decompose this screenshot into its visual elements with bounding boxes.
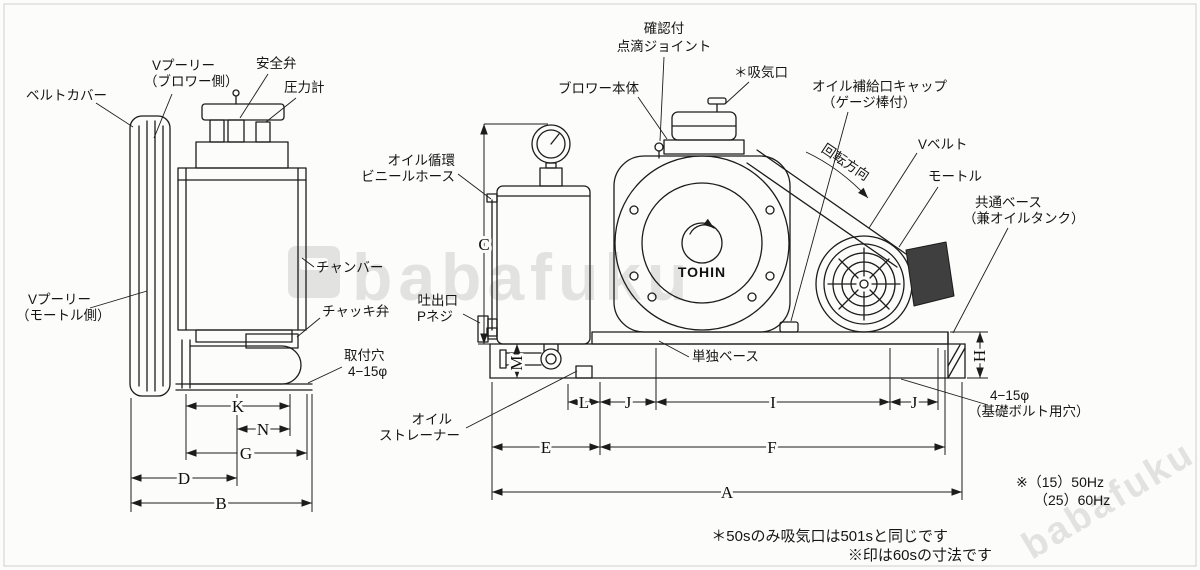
page-border: [3, 3, 1197, 567]
belt-cover-outline: [129, 115, 171, 397]
label-drip-joint-2: 点滴ジョイント: [617, 38, 712, 54]
dim-J-left: J: [625, 393, 632, 412]
watermark-text-center: babafuku: [352, 240, 693, 314]
left-view: [129, 89, 313, 397]
label-blower-body: ブロワー本体: [558, 80, 639, 96]
label-intake: ＊吸気口: [734, 65, 788, 80]
label-chamber: チャンバー: [316, 260, 383, 275]
single-base-plate: [591, 331, 949, 345]
label-bolt-hole-2: （基礎ボルト用穴）: [968, 403, 1090, 419]
dim-F: F: [767, 438, 776, 457]
label-discharge-2: Pネジ: [417, 309, 453, 324]
label-oil-cap-2: （ゲージ棒付）: [822, 95, 916, 110]
label-bolt-hole-1: 4−15φ: [990, 388, 1029, 403]
label-v-pulley-motor-1: Vプーリー: [28, 292, 91, 307]
label-v-belt: Vベルト: [918, 137, 968, 152]
brand-logo-text: TOHIN: [678, 264, 726, 280]
check-valve-body: [245, 333, 299, 349]
dim-I: I: [770, 393, 776, 412]
note-hz-1: ※（15）50Hz: [1016, 474, 1104, 490]
drip-joint-fitting: [654, 142, 664, 152]
dim-C: C: [478, 235, 489, 254]
leader-lines: [89, 56, 1009, 429]
right-view: [477, 97, 966, 379]
dim-M: M: [507, 355, 526, 370]
label-v-pulley-blower-2: （ブロワー側）: [144, 73, 239, 89]
dim-E: E: [541, 438, 551, 457]
footnote-1: ＊50sのみ吸気口は501sと同じです: [711, 528, 948, 545]
label-oil-hose-1: オイル循環: [388, 153, 456, 168]
dim-J-right: J: [911, 393, 918, 412]
v-belt-line: [756, 149, 907, 255]
label-pressure-gauge: 圧力計: [284, 80, 325, 95]
part-labels: ベルトカバー Vプーリー （ブロワー側） 安全弁 圧力計 チャンバー チャッキ弁…: [16, 21, 1090, 443]
watermark-center: babafuku: [288, 240, 693, 314]
label-strainer-2: ストレーナー: [379, 428, 460, 443]
dim-G: G: [240, 444, 252, 463]
label-common-base-2: （兼オイルタンク）: [963, 211, 1085, 226]
label-v-pulley-blower-1: Vプーリー: [152, 58, 215, 73]
dim-L: L: [579, 393, 589, 412]
oil-strainer-body: [575, 365, 593, 379]
intake-vent: [707, 97, 727, 105]
label-single-base: 単独ベース: [692, 349, 759, 364]
dim-D: D: [178, 469, 190, 488]
label-oil-hose-2: ビニールホース: [361, 169, 455, 184]
dim-H: H: [970, 350, 989, 362]
label-motor: モートル: [928, 169, 982, 184]
label-safety-valve: 安全弁: [256, 55, 297, 71]
rotor-arrow: [689, 218, 715, 235]
safety-valve-body: [227, 119, 245, 143]
dimensions: K N G D B C M H L J I J E: [130, 123, 992, 516]
label-mount-hole-2: 4−15φ: [348, 364, 387, 379]
label-strainer-1: オイル: [412, 412, 453, 427]
label-mount-hole-1: 取付穴: [344, 348, 385, 363]
label-oil-cap-1: オイル補給口キャップ: [812, 79, 947, 94]
oil-filler-cap: [779, 321, 799, 333]
dim-A: A: [721, 483, 734, 502]
notes: ※（15）50Hz （25）60Hz ＊50sのみ吸気口は501sと同じです ※…: [711, 474, 1110, 564]
motor-terminal-box: [905, 241, 955, 307]
note-hz-2: （25）60Hz: [1034, 492, 1110, 508]
label-belt-cover: ベルトカバー: [26, 88, 107, 103]
pressure-gauge-left-body: [255, 121, 271, 143]
label-check-valve: チャッキ弁: [322, 304, 389, 319]
pipe-union: [540, 348, 562, 370]
footnote-2: ※印は60sの寸法です: [848, 547, 992, 564]
dim-K: K: [232, 397, 245, 416]
elbow-pipe: [189, 345, 302, 385]
label-v-pulley-motor-2: （モートル側）: [16, 308, 111, 323]
dim-N: N: [257, 420, 269, 439]
rotation-direction-arrow: [805, 151, 869, 199]
label-common-base-1: 共通ベース: [975, 195, 1042, 210]
label-drip-joint-1: 確認付: [644, 21, 685, 36]
chamber-outline: [177, 167, 307, 331]
label-discharge-1: 吐出口: [418, 293, 459, 308]
dim-B: B: [215, 494, 226, 513]
